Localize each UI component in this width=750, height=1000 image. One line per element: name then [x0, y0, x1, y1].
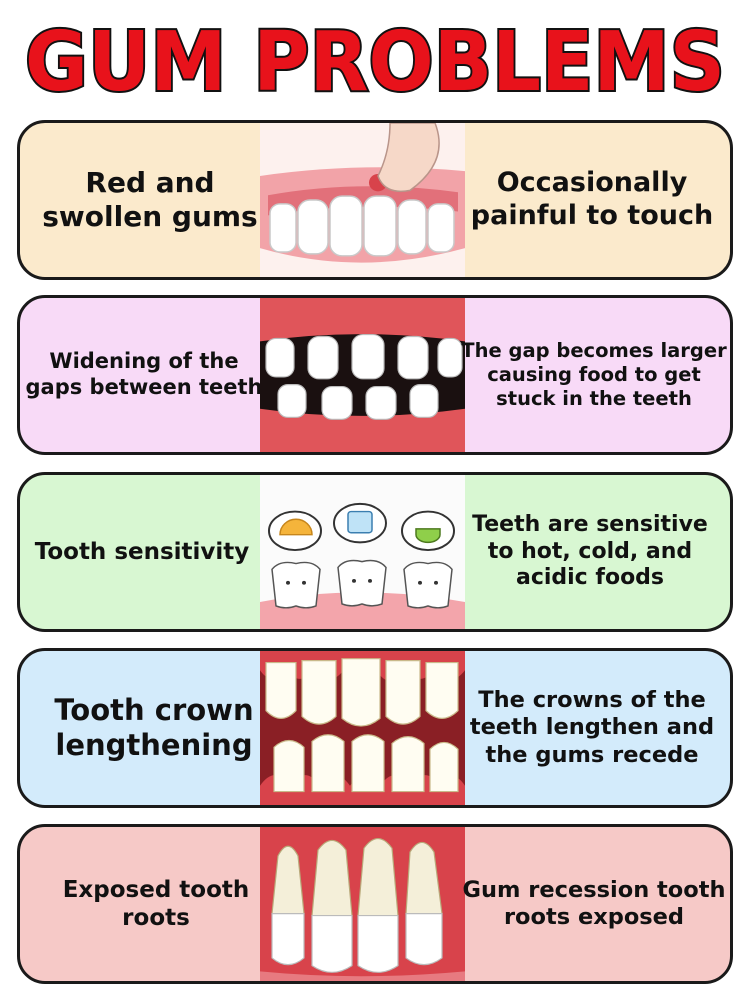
row-4-symptom: Tooth crown lengthening: [54, 692, 254, 762]
sensitive-teeth-illustration: [260, 475, 465, 629]
gapped-teeth-illustration: [260, 298, 465, 452]
row-2-symptom: Widening of the gaps between teeth: [25, 349, 263, 399]
page-title: GUM PROBLEMS: [0, 4, 750, 108]
long-crowns-illustration: [260, 651, 465, 805]
row-2-detail: The gap becomes larger causing food to g…: [461, 339, 727, 410]
ice-cube-icon: [347, 510, 373, 534]
row-1-detail: Occasionally painful to touch: [470, 167, 714, 231]
lemon-icon: [279, 518, 313, 536]
swollen-gums-illustration: [260, 123, 465, 277]
row-1-symptom: Red and swollen gums: [42, 165, 258, 233]
row-3-detail: Teeth are sensitive to hot, cold, and ac…: [472, 511, 708, 591]
row-5-symptom: Exposed tooth roots: [62, 876, 250, 931]
problem-row-2: Widening of the gaps between teeth The g…: [17, 295, 733, 455]
row-5-detail: Gum recession tooth roots exposed: [462, 876, 726, 930]
problem-row-4: Tooth crown lengthening The crowns of th…: [17, 648, 733, 808]
problem-row-3: Tooth sensitivity Teeth: [17, 472, 733, 632]
row-3-symptom: Tooth sensitivity: [34, 538, 250, 565]
hot-drink-icon: [415, 528, 441, 544]
page-title-text: GUM PROBLEMS: [25, 15, 725, 108]
exposed-roots-illustration: [260, 827, 465, 981]
problem-row-5: Exposed tooth roots Gum recession tooth …: [17, 824, 733, 984]
problem-row-1: Red and swollen gums Occasionally painfu…: [17, 120, 733, 280]
row-4-detail: The crowns of the teeth lengthen and the…: [469, 686, 715, 768]
